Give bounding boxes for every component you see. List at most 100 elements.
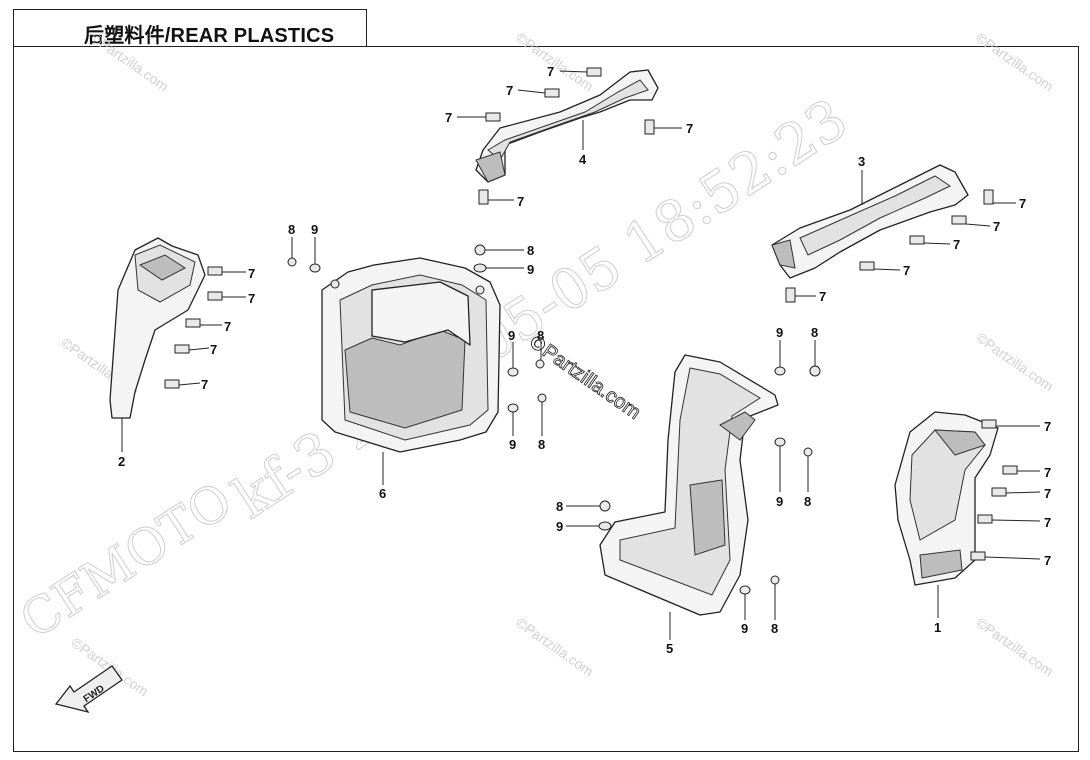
callout-clip: 7 <box>224 319 231 334</box>
leader-line <box>923 242 951 245</box>
callout-clip: 7 <box>248 291 255 306</box>
callout-clip: 7 <box>210 342 217 357</box>
callout-clip: 7 <box>819 289 826 304</box>
hardware-fastener <box>287 257 297 267</box>
callout-washer: 9 <box>527 262 534 277</box>
diagram-shape <box>185 318 201 328</box>
callout-clip: 7 <box>903 263 910 278</box>
callout-bolt: 8 <box>537 328 544 343</box>
callout-clip: 7 <box>1044 515 1051 530</box>
callout-bolt: 8 <box>538 437 545 452</box>
part-3-rail: 7 7 7 7 7 3 <box>771 154 1026 304</box>
part-outline <box>719 411 756 441</box>
hardware-fastener <box>809 365 821 377</box>
callout-clip: 7 <box>1044 486 1051 501</box>
part-outline <box>919 549 963 579</box>
callout-clip: 7 <box>1044 553 1051 568</box>
diagram-shape <box>859 261 875 271</box>
watermark-brand: CFMOTO <box>10 471 242 650</box>
watermark-site: ©Partzilla.com <box>973 329 1056 394</box>
part-outline <box>799 175 952 256</box>
hardware-fastener <box>774 366 786 376</box>
leader-line <box>991 519 1041 522</box>
part-number-3: 3 <box>858 154 865 169</box>
diagram-shape <box>970 551 986 561</box>
hardware-fastener <box>785 189 994 303</box>
callout-clip: 7 <box>993 219 1000 234</box>
watermark-site-center: © Partzilla.com <box>525 331 645 424</box>
hardware-fastener <box>739 585 751 595</box>
hardware-fastener <box>970 419 1018 561</box>
diagram-shape <box>991 487 1007 497</box>
part-outline <box>487 79 649 161</box>
part-number-2: 2 <box>118 454 125 469</box>
hardware-fastener <box>309 263 321 273</box>
hardware-fastener <box>537 393 547 403</box>
callout-clip: 7 <box>547 64 554 79</box>
callout-clip: 7 <box>1019 196 1026 211</box>
hardware-fastener <box>473 263 487 273</box>
watermark-site: ©Partzilla.com <box>973 614 1056 679</box>
part-number-6: 6 <box>379 486 386 501</box>
watermark-site-text: Partzilla.com <box>538 340 644 424</box>
part-5-fender: 5 9 8 9 8 8 9 9 8 <box>556 325 821 656</box>
diagram-shape <box>981 419 997 429</box>
callout-washer: 9 <box>741 621 748 636</box>
callout-washer: 9 <box>509 437 516 452</box>
leader-line <box>188 347 210 351</box>
hardware-fastener <box>478 67 655 205</box>
callout-washer: 9 <box>556 519 563 534</box>
leader-line <box>517 89 546 94</box>
diagram-shape <box>478 189 489 205</box>
part-outline <box>371 281 471 346</box>
hardware-fastener <box>330 279 340 289</box>
diagram-shape <box>644 119 655 135</box>
diagram-shape <box>544 88 560 98</box>
callout-clip: 7 <box>1044 419 1051 434</box>
diagram-shape <box>54 665 123 714</box>
part-outline <box>771 239 796 269</box>
callout-bolt: 8 <box>527 243 534 258</box>
hardware-fastener <box>474 244 486 256</box>
diagram-shape <box>909 235 925 245</box>
callout-bolt: 8 <box>811 325 818 340</box>
part-number-5: 5 <box>666 641 673 656</box>
diagram-shape <box>1002 465 1018 475</box>
watermark-site: ©Partzilla.com <box>513 29 596 94</box>
callout-clip: 7 <box>201 377 208 392</box>
callout-clip: 7 <box>506 83 513 98</box>
hardware-fastener <box>598 521 612 531</box>
part-4-rail: 7 7 7 7 7 4 <box>445 64 693 209</box>
callout-clip: 7 <box>953 237 960 252</box>
hardware-fastener <box>507 367 519 377</box>
part-number-4: 4 <box>579 152 587 167</box>
callout-clip: 7 <box>248 266 255 281</box>
callout-clip: 7 <box>1044 465 1051 480</box>
hardware-fastener <box>164 266 223 389</box>
hardware-fastener <box>770 575 780 585</box>
page-title: 后塑料件/REAR PLASTICS <box>84 25 335 47</box>
callout-washer: 9 <box>776 494 783 509</box>
watermark-site: ©Partzilla.com <box>88 29 171 94</box>
part-number-1: 1 <box>934 620 941 635</box>
callout-clip: 7 <box>445 110 452 125</box>
diagram-shape <box>983 189 994 205</box>
part-2-side-panel: 7 7 7 7 7 2 <box>109 237 255 469</box>
hardware-fastener <box>507 403 519 413</box>
watermark-site: ©Partzilla.com <box>513 614 596 679</box>
diagram-shape <box>207 291 223 301</box>
diagram-shape <box>951 215 967 225</box>
diagram-shape <box>977 514 993 524</box>
part-outline <box>344 329 466 429</box>
callout-bolt: 8 <box>288 222 295 237</box>
leader-line <box>178 382 201 386</box>
hardware-fastener <box>803 447 813 457</box>
part-1-side-panel: 7 7 7 7 7 1 <box>894 411 1051 635</box>
callout-bolt: 8 <box>804 494 811 509</box>
leader-line <box>1005 491 1041 494</box>
diagram-frame <box>13 46 1079 752</box>
part-6-rear-box: 6 8 9 8 9 9 8 9 8 <box>287 222 547 501</box>
callout-clip: 7 <box>686 121 693 136</box>
leader-line <box>559 70 588 73</box>
